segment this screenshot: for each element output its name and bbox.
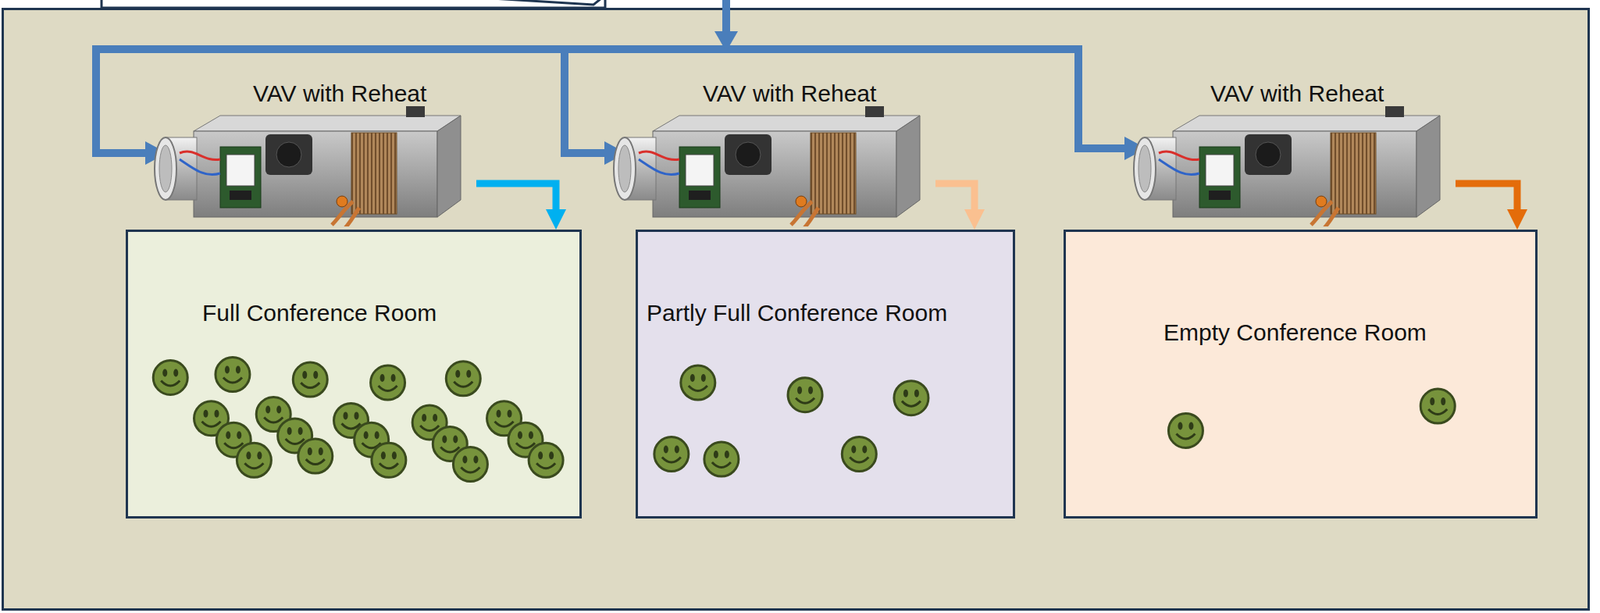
supply-air-connector [935, 183, 975, 210]
supply-air-connector [476, 183, 556, 210]
vav-unit: VAV with Reheat [148, 78, 477, 227]
conference-room: Full Conference Room [125, 229, 582, 519]
room-title: Full Conference Room [202, 299, 437, 327]
person-icon [1420, 388, 1455, 424]
conference-room: Empty Conference Room [1063, 229, 1538, 519]
supply-air-connector [1455, 183, 1518, 210]
air-handler-edge [491, 0, 602, 5]
conference-room: Partly Full Conference Room [635, 229, 1016, 519]
person-icon [452, 447, 488, 482]
person-icon [528, 442, 564, 478]
person-icon [153, 360, 188, 396]
person-icon [215, 357, 250, 392]
air-handler-fragment [101, 0, 606, 8]
person-icon [292, 362, 328, 397]
person-icon [371, 442, 407, 478]
vav-unit: VAV with Reheat [607, 78, 936, 227]
unit-label: VAV with Reheat [702, 79, 877, 107]
occupants [128, 231, 585, 521]
unit-label: VAV with Reheat [1210, 79, 1384, 107]
occupants [1065, 231, 1540, 521]
person-icon [1168, 413, 1203, 448]
person-icon [841, 437, 877, 472]
vav-unit: VAV with Reheat [1127, 78, 1456, 227]
person-icon [298, 438, 333, 474]
person-icon [370, 365, 406, 400]
person-icon [680, 365, 716, 400]
unit-label: VAV with Reheat [253, 79, 427, 107]
person-icon [787, 377, 823, 413]
room-title: Partly Full Conference Room [646, 299, 948, 327]
person-icon [654, 437, 689, 472]
person-icon [704, 441, 739, 477]
person-icon [236, 442, 271, 478]
person-icon [445, 361, 481, 396]
person-icon [894, 381, 929, 416]
room-title: Empty Conference Room [1163, 318, 1427, 346]
occupants [637, 231, 1018, 521]
duct-lines [92, 0, 1128, 154]
